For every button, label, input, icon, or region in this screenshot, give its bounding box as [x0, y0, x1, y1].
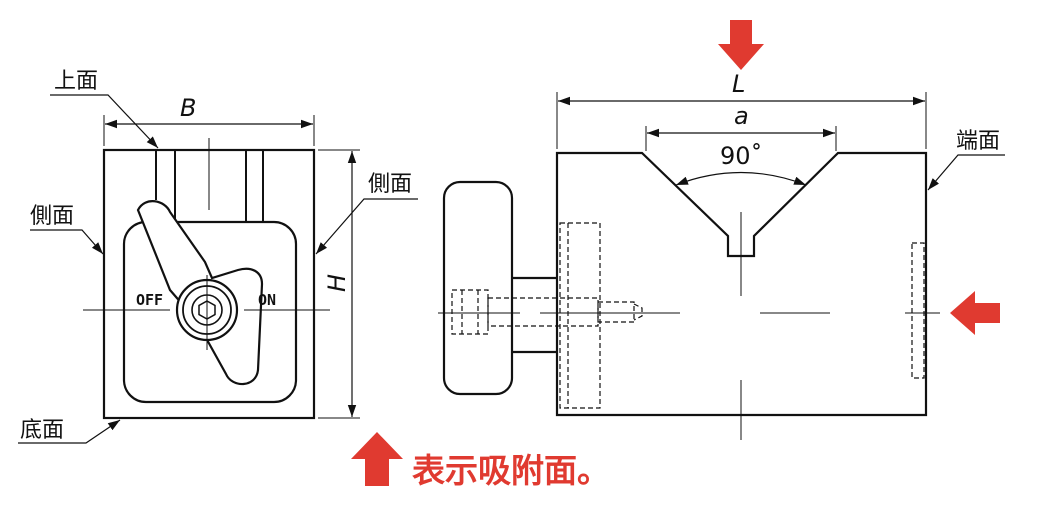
side-center-lines — [438, 212, 940, 440]
angle-arc — [675, 171, 807, 186]
dim-width-label: B — [180, 94, 196, 122]
knob-stem-side — [512, 276, 556, 354]
leader-end-face — [927, 154, 1005, 191]
dim-height-label: H — [323, 274, 351, 292]
right-arrow-icon — [950, 291, 1000, 335]
label-side-face-left: 側面 — [30, 204, 74, 229]
leader-side-left — [30, 229, 104, 255]
front-view — [18, 94, 418, 444]
switch-on-label: ON — [258, 291, 276, 309]
hidden-lines — [451, 222, 925, 409]
angle-label: 90˚ — [720, 142, 763, 170]
dim-groove-width-label: a — [734, 102, 749, 130]
caption-text: 表示吸附面。 — [412, 451, 610, 490]
switch-panel — [122, 220, 298, 404]
label-side-face-right: 側面 — [368, 172, 412, 197]
top-slot-lines — [155, 150, 264, 222]
switch-off-label: OFF — [136, 291, 163, 309]
label-end-face: 端面 — [956, 129, 1000, 154]
leader-bottom-face — [18, 419, 121, 444]
label-top-face: 上面 — [54, 69, 98, 94]
caption-arrow-icon — [351, 432, 403, 486]
label-bottom-face: 底面 — [20, 418, 64, 443]
leader-side-right — [315, 198, 418, 255]
dim-length-label: L — [732, 70, 745, 98]
side-view — [438, 92, 1005, 440]
top-arrow-icon — [718, 20, 764, 70]
leader-top-face — [50, 94, 159, 149]
front-center-lines — [83, 138, 330, 350]
knob-flange-side — [442, 180, 514, 396]
